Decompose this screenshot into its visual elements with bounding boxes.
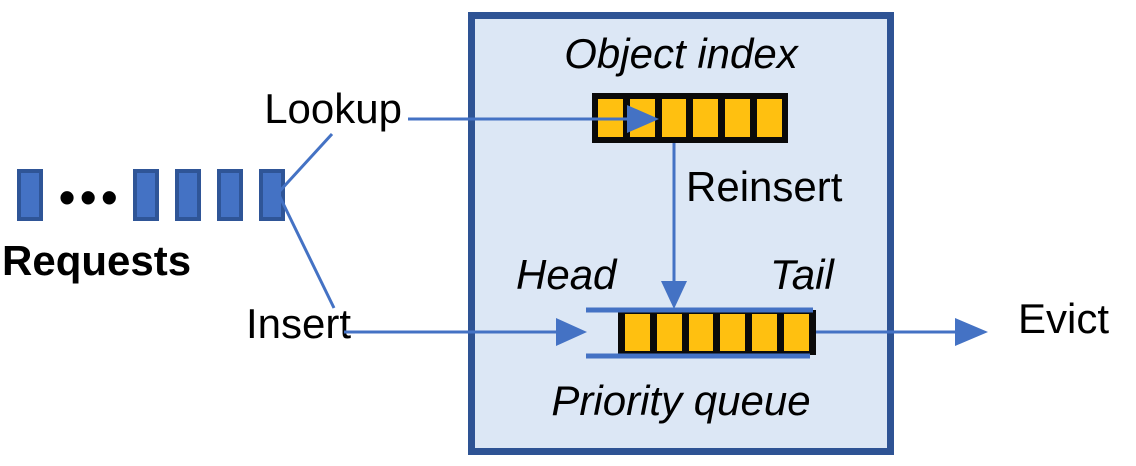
- object-index-array: [592, 93, 788, 143]
- lookup-leader-line: [276, 132, 334, 195]
- cache-box: [468, 12, 894, 455]
- ellipsis-dots: •••: [59, 171, 123, 223]
- object-index-cell: [629, 99, 655, 137]
- object-index-cell: [757, 99, 782, 137]
- lookup-label: Lookup: [264, 85, 402, 132]
- priority-queue-cell: [656, 314, 682, 351]
- priority-queue-cell: [752, 314, 778, 351]
- tail-label: Tail: [770, 251, 834, 298]
- reinsert-label: Reinsert: [686, 163, 843, 210]
- requests-label: Requests: [2, 237, 192, 284]
- priority-queue-cell: [625, 314, 650, 351]
- request-blocks-leading: [17, 169, 43, 221]
- evict-label: Evict: [1018, 295, 1110, 342]
- object-index-cell: [725, 99, 751, 137]
- insert-label: Insert: [246, 300, 352, 347]
- request-block: [175, 169, 201, 221]
- request-blocks-trailing: [133, 169, 285, 221]
- evict-arrowhead-icon: [955, 318, 988, 346]
- request-stream: •••: [17, 169, 285, 223]
- priority-queue-array: [618, 310, 816, 355]
- priority-queue-cell: [784, 314, 809, 351]
- priority-queue-label: Priority queue: [551, 377, 811, 424]
- object-index-cell: [598, 99, 623, 137]
- head-label: Head: [516, 251, 617, 298]
- request-block: [17, 169, 43, 221]
- object-index-cell: [661, 99, 687, 137]
- object-index-label: Object index: [564, 30, 798, 77]
- insert-leader-line: [276, 192, 336, 309]
- priority-queue-cell: [720, 314, 746, 351]
- request-block: [259, 169, 285, 221]
- request-block: [217, 169, 243, 221]
- request-block: [133, 169, 159, 221]
- priority-queue-cell: [688, 314, 714, 351]
- object-index-cell: [693, 99, 719, 137]
